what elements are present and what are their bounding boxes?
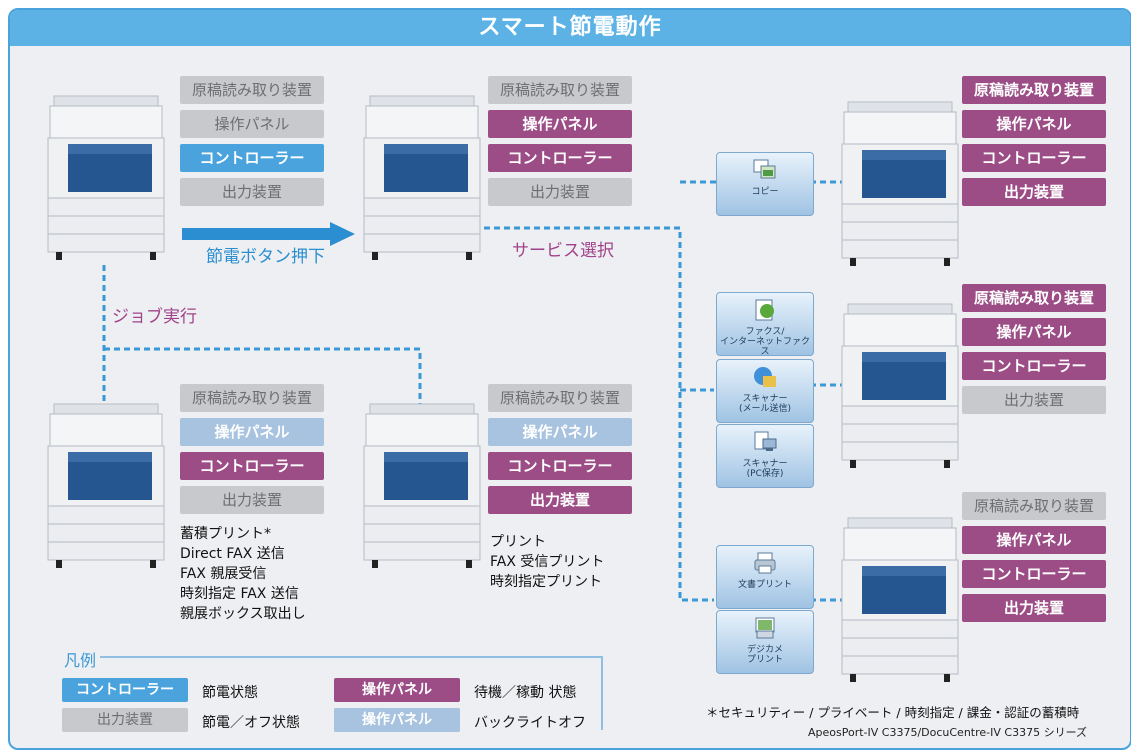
- job-store-controller-chip: コントローラー: [180, 452, 324, 480]
- copy-service-label: コピー: [751, 187, 779, 197]
- printer-copy-icon: [840, 100, 960, 284]
- copy-icon: [753, 159, 776, 179]
- copy-service-button[interactable]: コピー: [716, 152, 814, 216]
- scan-mail-label-2: (メール送信): [738, 404, 792, 414]
- after-button-scanner-chip: 原稿読み取り装置: [488, 76, 632, 104]
- scan-mail-label-1: スキャナー: [742, 394, 788, 404]
- list-item: 蓄積プリント*: [180, 526, 271, 542]
- doc-print-icon: [754, 552, 776, 574]
- copy-output-chip: 出力装置: [962, 178, 1106, 206]
- scan-mail-service-button[interactable]: スキャナー(メール送信): [716, 359, 814, 423]
- after-button-panel-chip: 操作パネル: [488, 110, 632, 138]
- list-item: FAX 親展受信: [180, 566, 267, 582]
- legend-text-backlight: バックライトオフ: [474, 715, 586, 731]
- scan-output-chip: 出力装置: [962, 386, 1106, 414]
- printer-initial-icon: [46, 94, 166, 278]
- initial-controller-chip: コントローラー: [180, 144, 324, 172]
- job-print-controller-chip: コントローラー: [488, 452, 632, 480]
- power-button-label: 節電ボタン押下: [206, 247, 325, 267]
- fax-service-label-1: ファクス/: [745, 327, 785, 337]
- print-controller-chip: コントローラー: [962, 560, 1106, 588]
- legend-text-saving: 節電状態: [202, 685, 258, 701]
- copy-scanner-chip: 原稿読み取り装置: [962, 76, 1106, 104]
- print-panel-chip: 操作パネル: [962, 526, 1106, 554]
- legend-chip-off: 出力装置: [62, 708, 188, 732]
- print-scanner-chip: 原稿読み取り装置: [962, 492, 1106, 520]
- camera-print-icon: [755, 617, 775, 639]
- job-print-panel-chip: 操作パネル: [488, 418, 632, 446]
- scan-mail-icon: [754, 367, 776, 387]
- doc-print-service-button[interactable]: 文書プリント: [716, 545, 814, 609]
- job-line-right: [104, 347, 422, 410]
- print-output-chip: 出力装置: [962, 594, 1106, 622]
- legend-chip-active: 操作パネル: [334, 678, 460, 702]
- scan-controller-chip: コントローラー: [962, 352, 1106, 380]
- job-print-scanner-chip: 原稿読み取り装置: [488, 384, 632, 412]
- scan-pc-service-button[interactable]: スキャナー(PC保存): [716, 424, 814, 488]
- list-item: プリント: [490, 534, 546, 550]
- footnote: ＊セキュリティー / プライベート / 時刻指定 / 課金・認証の蓄積時: [706, 705, 1080, 720]
- initial-output-chip: 出力装置: [180, 178, 324, 206]
- legend-text-active: 待機／稼動 状態: [474, 685, 577, 701]
- scan-pc-label-1: スキャナー: [742, 459, 788, 469]
- list-item: 時刻指定プリント: [490, 574, 602, 590]
- service-branch-line: [484, 226, 714, 602]
- scan-scanner-chip: 原稿読み取り装置: [962, 284, 1106, 312]
- diagram-frame: スマート節電動作: [8, 8, 1131, 750]
- printer-job-store-icon: [46, 402, 166, 586]
- printer-after-button-icon: [362, 94, 482, 278]
- job-print-output-chip: 出力装置: [488, 486, 632, 514]
- printer-scan-icon: [840, 302, 960, 486]
- scan-panel-chip: 操作パネル: [962, 318, 1106, 346]
- list-item: 親展ボックス取出し: [180, 606, 306, 622]
- connector-lines: [100, 180, 846, 730]
- printer-print-icon: [840, 516, 960, 700]
- service-select-label: サービス選択: [512, 241, 614, 261]
- legend-chip-backlight: 操作パネル: [334, 708, 460, 732]
- page-title: スマート節電動作: [10, 10, 1130, 46]
- list-item: FAX 受信プリント: [490, 554, 605, 570]
- list-item: 時刻指定 FAX 送信: [180, 586, 299, 602]
- job-store-output-chip: 出力装置: [180, 486, 324, 514]
- camera-print-service-button[interactable]: デジカメプリント: [716, 610, 814, 674]
- printer-job-print-icon: [362, 402, 482, 586]
- copy-controller-chip: コントローラー: [962, 144, 1106, 172]
- initial-panel-chip: 操作パネル: [180, 110, 324, 138]
- copy-panel-chip: 操作パネル: [962, 110, 1106, 138]
- job-store-list: 蓄積プリント* Direct FAX 送信 FAX 親展受信 時刻指定 FAX …: [180, 524, 306, 624]
- camera-print-label-2: プリント: [746, 655, 783, 665]
- doc-print-label: 文書プリント: [737, 580, 792, 590]
- after-button-output-chip: 出力装置: [488, 178, 632, 206]
- list-item: Direct FAX 送信: [180, 546, 285, 562]
- after-button-controller-chip: コントローラー: [488, 144, 632, 172]
- fax-service-label-2: インターネットファクス: [719, 337, 810, 357]
- model-name: ApeosPort-IV C3375/DocuCentre-IV C3375 シ…: [808, 726, 1088, 739]
- job-store-panel-chip: 操作パネル: [180, 418, 324, 446]
- initial-scanner-chip: 原稿読み取り装置: [180, 76, 324, 104]
- job-run-label: ジョブ実行: [112, 307, 197, 327]
- legend-chip-saving: コントローラー: [62, 678, 188, 702]
- job-store-scanner-chip: 原稿読み取り装置: [180, 384, 324, 412]
- scan-pc-label-2: (PC保存): [746, 469, 784, 479]
- fax-icon: [755, 299, 774, 321]
- fax-service-button[interactable]: ファクス/インターネットファクス: [716, 292, 814, 357]
- legend-title: 凡例: [64, 651, 97, 670]
- camera-print-label-1: デジカメ: [746, 645, 783, 655]
- legend-text-off: 節電／オフ状態: [202, 715, 300, 731]
- job-print-list: プリント FAX 受信プリント 時刻指定プリント: [490, 532, 604, 592]
- scan-pc-icon: [754, 431, 777, 451]
